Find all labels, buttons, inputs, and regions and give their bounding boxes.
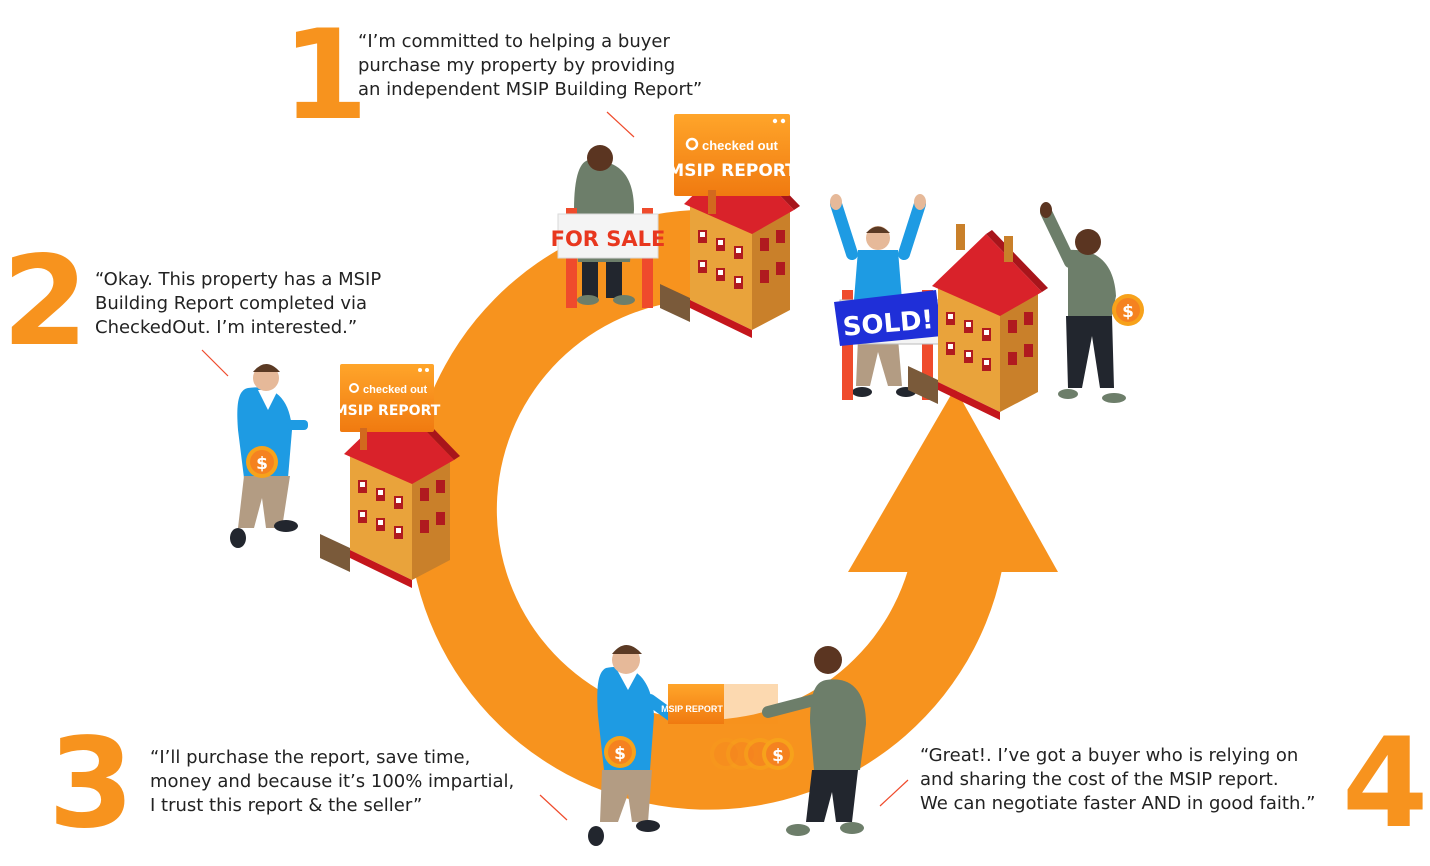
step-1-quote: “I’m committed to helping a buyer purcha… bbox=[358, 30, 702, 102]
seller-with-coin-illustration bbox=[1040, 202, 1144, 403]
cycle-arrow-head bbox=[848, 388, 1058, 572]
quote-line: money and because it’s 100% impartial, bbox=[150, 771, 515, 792]
leader-line-1 bbox=[606, 111, 635, 138]
step-number-3: 3 bbox=[48, 712, 134, 856]
exchange-illustration bbox=[588, 645, 866, 846]
quote-line: purchase my property by providing bbox=[358, 55, 676, 76]
quote-line: CheckedOut. I’m interested.” bbox=[95, 317, 358, 338]
quote-line: “I’ll purchase the report, save time, bbox=[150, 747, 471, 768]
step-2-buyer-illustration bbox=[230, 364, 308, 548]
report-title: MSIP REPORT bbox=[334, 403, 441, 419]
quote-line: “Okay. This property has a MSIP bbox=[95, 269, 382, 290]
report-title: MSIP REPORT bbox=[667, 161, 797, 181]
step-4-quote: “Great!. I’ve got a buyer who is relying… bbox=[920, 744, 1315, 816]
quote-line: “I’m committed to helping a buyer bbox=[358, 31, 670, 52]
step-number-2: 2 bbox=[2, 230, 88, 374]
quote-line: Building Report completed via bbox=[95, 293, 368, 314]
for-sale-sign: FOR SALE bbox=[551, 227, 666, 251]
step-2-quote: “Okay. This property has a MSIP Building… bbox=[95, 268, 381, 340]
sold-celebration-illustration bbox=[830, 194, 942, 400]
leader-line-4 bbox=[879, 779, 909, 807]
leader-line-3 bbox=[539, 794, 568, 821]
step-1-seller-illustration bbox=[557, 145, 659, 308]
report-card-icon bbox=[340, 364, 434, 450]
step-3-quote: “I’ll purchase the report, save time, mo… bbox=[150, 746, 514, 818]
coin-symbol: $ bbox=[1122, 302, 1134, 322]
cycle-arrow-ring bbox=[408, 210, 1002, 810]
coin-symbol: $ bbox=[772, 746, 784, 766]
step-number-4: 4 bbox=[1342, 712, 1428, 856]
report-brand: checked out bbox=[702, 138, 779, 153]
leader-line-2 bbox=[201, 349, 229, 377]
quote-line: an independent MSIP Building Report” bbox=[358, 79, 703, 100]
quote-line: I trust this report & the seller” bbox=[150, 795, 423, 816]
quote-line: and sharing the cost of the MSIP report. bbox=[920, 769, 1279, 790]
report-title-small: MSIP REPORT bbox=[661, 704, 723, 714]
quote-line: “Great!. I’ve got a buyer who is relying… bbox=[920, 745, 1299, 766]
step-number-1: 1 bbox=[282, 4, 368, 148]
coin-symbol: $ bbox=[614, 744, 626, 764]
report-card-icon bbox=[674, 114, 790, 214]
quote-line: We can negotiate faster AND in good fait… bbox=[920, 793, 1316, 814]
coin-symbol: $ bbox=[256, 454, 268, 474]
report-brand: checked out bbox=[363, 384, 428, 396]
